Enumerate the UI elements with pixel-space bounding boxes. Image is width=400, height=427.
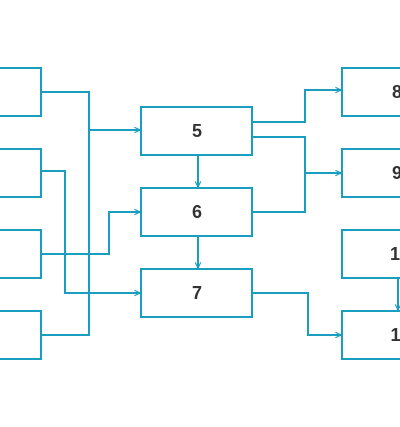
node-input-1 (0, 67, 42, 117)
node-input-3 (0, 229, 42, 279)
edge-5-to-8 (252, 90, 341, 123)
node-input-4 (0, 310, 42, 360)
node-6-label: 6 (192, 202, 202, 222)
edges-layer (41, 90, 398, 335)
node-9-label: 9 (392, 163, 400, 183)
nodes-layer: 5 6 7 8 9 10 (0, 67, 400, 360)
node-8: 8 (341, 67, 400, 117)
node-11-label: 11 (390, 325, 400, 345)
edge-in3-to-6 (41, 212, 140, 255)
node-7: 7 (140, 268, 253, 318)
edge-6-to-9 (252, 173, 306, 213)
node-input-2 (0, 148, 42, 198)
node-5-label: 5 (192, 121, 202, 141)
edge-7-to-11 (252, 292, 341, 335)
node-10-label: 10 (390, 244, 400, 264)
edge-5-to-9 (252, 136, 341, 173)
edge-in2-to-7 (41, 170, 140, 293)
node-7-label: 7 (192, 283, 202, 303)
node-11: 11 (341, 310, 400, 360)
node-9: 9 (341, 148, 400, 198)
node-6: 6 (140, 187, 253, 237)
node-5: 5 (140, 106, 253, 156)
edge-in1-to-5 (41, 91, 140, 130)
edge-in4-to-5 (41, 130, 90, 336)
node-10: 10 (341, 229, 400, 279)
node-8-label: 8 (392, 82, 400, 102)
